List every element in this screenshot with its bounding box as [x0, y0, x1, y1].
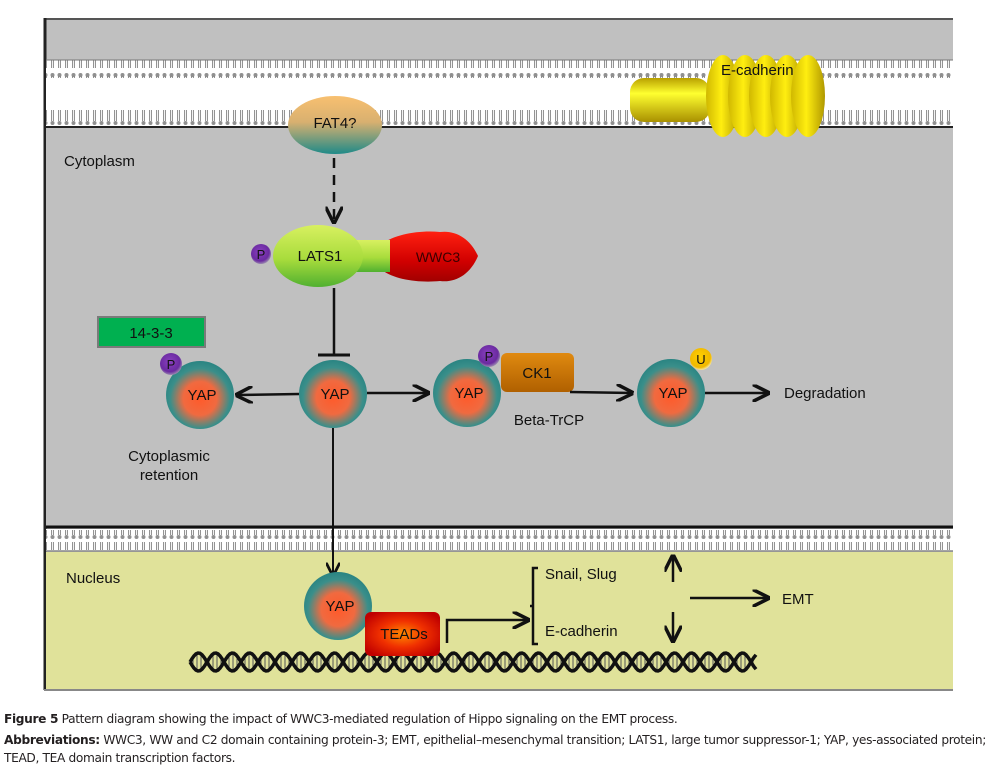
e-cadherin-label: E-cadherin	[721, 62, 794, 79]
cytoplasm-label: Cytoplasm	[64, 153, 135, 170]
cytoplasmic-retention-label-line1: Cytoplasmic	[128, 448, 210, 465]
target-gene-e-cadherin: E-cadherin	[545, 623, 618, 640]
figure-caption-text: Pattern diagram showing the impact of WW…	[58, 712, 678, 726]
yap-central	[299, 360, 367, 428]
ck1-to-ubiquitinated-yap-arrow	[569, 392, 632, 393]
emt-label: EMT	[782, 591, 814, 608]
fat4-receptor	[288, 96, 382, 154]
yap-central-label: YAP	[321, 386, 350, 403]
target-gene-snail-slug: Snail, Slug	[545, 566, 617, 583]
protein-14-3-3-box	[97, 316, 206, 348]
ck1-label: CK1	[522, 365, 551, 382]
figure-number: Figure 5	[4, 712, 59, 726]
yap-phosphorylated-label: YAP	[455, 385, 484, 402]
figure-caption-title: Figure 5 Pattern diagram showing the imp…	[4, 712, 678, 726]
hippo-pathway-diagram: Cytoplasm Nucleus E-cadherin FAT4? LATS1…	[43, 18, 953, 691]
protein-14-3-3-label: 14-3-3	[129, 325, 172, 342]
fat4-label: FAT4?	[313, 115, 356, 132]
abbreviations-line: Abbreviations: WWC3, WW and C2 domain co…	[4, 733, 986, 747]
teads-label: TEADs	[380, 626, 428, 643]
beta-trcp-label: Beta-TrCP	[514, 412, 584, 429]
abbreviations-line-continued: TEAD, TEA domain transcription factors.	[4, 751, 236, 765]
yap-to-retention-arrow	[237, 394, 300, 395]
target-genes-bracket	[530, 566, 538, 646]
yap-ubiquitin-group: U	[690, 348, 712, 370]
yap-nuclear-label: YAP	[326, 598, 355, 615]
dna-strand	[188, 651, 758, 673]
phospho-icon: P	[485, 349, 494, 364]
lats1-wwc3-complex	[273, 225, 478, 287]
nucleus-label: Nucleus	[66, 570, 120, 587]
transcription-arrow	[445, 620, 528, 643]
wwc3-label: WWC3	[416, 249, 461, 265]
phospho-icon: P	[257, 247, 266, 262]
teads-box	[365, 612, 440, 656]
e-cadherin-protein	[630, 55, 825, 137]
ck1-box	[501, 353, 574, 392]
abbreviations-text: WWC3, WW and C2 domain containing protei…	[99, 733, 986, 747]
yap-nuclear	[304, 572, 372, 640]
yap-retained-label: YAP	[188, 387, 217, 404]
yap-ubiquitinated-label: YAP	[659, 385, 688, 402]
yap-phosphorylated	[433, 359, 501, 427]
yap-retained-phospho: P	[160, 353, 182, 375]
lats1-phospho-group: P	[251, 244, 271, 264]
dna-helix	[188, 651, 758, 673]
yap-retained	[166, 361, 234, 429]
cytoplasmic-retention-label-line2: retention	[140, 467, 198, 484]
nuclear-membrane	[46, 529, 953, 552]
abbreviations-text-continued: TEAD, TEA domain transcription factors.	[4, 751, 236, 765]
dna-strand	[188, 651, 758, 673]
ubiquitin-icon: U	[696, 352, 705, 367]
degradation-label: Degradation	[784, 385, 866, 402]
yap-phosphorylated-phospho: P	[478, 345, 500, 367]
abbreviations-heading: Abbreviations:	[4, 733, 100, 747]
yap-ubiquitinated	[637, 359, 705, 427]
phospho-icon: P	[167, 357, 176, 372]
lats1-label: LATS1	[298, 248, 343, 265]
